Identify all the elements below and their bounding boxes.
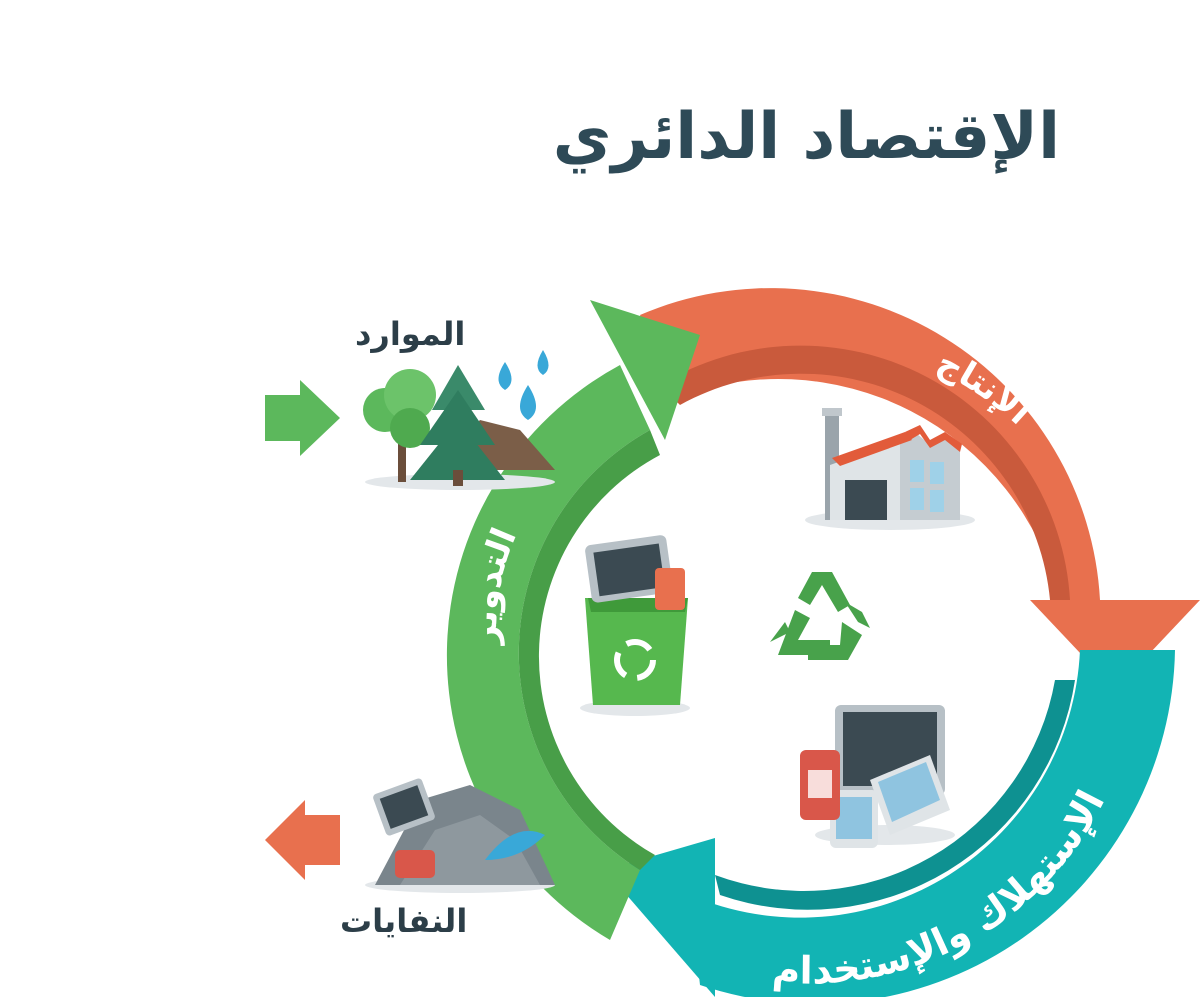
factory-icon (805, 408, 975, 530)
waste-label: النفايات (340, 902, 468, 940)
page-title: الإقتصاد الدائري (552, 100, 1060, 174)
recycle-symbol-icon (770, 572, 870, 660)
trees-icon (363, 365, 555, 490)
arrow-out-icon (265, 800, 340, 880)
waste-pile-icon (365, 778, 555, 893)
devices-icon (800, 705, 955, 848)
water-drops-icon (498, 350, 549, 420)
resources-label: الموارد (355, 315, 466, 353)
recycling-arc: التدوير (446, 300, 700, 940)
arrow-in-icon (265, 380, 340, 456)
recycle-bin-icon (580, 535, 690, 716)
